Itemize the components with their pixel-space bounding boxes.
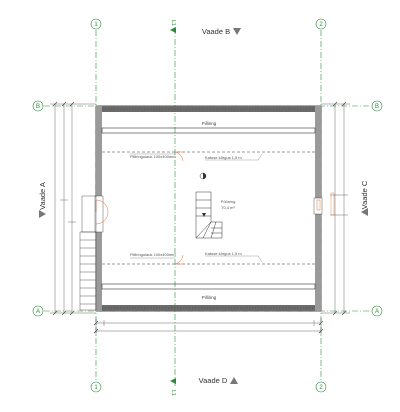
purlin-bottom — [101, 283, 316, 290]
view-label-right: Vaade C — [360, 180, 369, 209]
beam-top-label: Pilliringulauk 100x400mm — [130, 154, 176, 159]
room-area: 70,4 m² — [221, 205, 235, 210]
grid-label-col2-top: 2 — [319, 22, 323, 28]
grid-label-rowb-right: B — [375, 104, 379, 110]
grid-label-col1-bottom: 1 — [94, 385, 98, 391]
dimension-ticks — [52, 101, 347, 334]
section-label-top: L1 — [170, 20, 176, 26]
grid-bubbles — [32, 18, 383, 393]
beam-bottom-label: Pilliringulauk 100x400mm — [130, 252, 176, 257]
view-arrow-right-icon — [361, 208, 368, 216]
door-right-marker — [316, 199, 321, 211]
purlin-bottom-label: Pilliring — [202, 295, 217, 300]
grid-bubble-rowb-right — [371, 100, 383, 112]
dimensions — [50, 103, 350, 335]
stair-arrow-icon — [202, 213, 206, 217]
grid-bubble-rowa-left — [32, 305, 44, 317]
section-label-bottom: L1 — [170, 390, 176, 396]
section-arrow-top-icon — [170, 27, 176, 33]
view-label-top: Vaade B — [202, 27, 230, 36]
ceiling-top-label: Katuse kõrgus 1,5 m — [205, 155, 242, 160]
stair — [195, 191, 223, 239]
left-entry-box — [81, 195, 97, 233]
grid-label-col2-bottom: 2 — [319, 385, 323, 391]
grid-bubble-col1-top — [90, 18, 102, 30]
view-label-bottom: Vaade D — [199, 376, 228, 385]
view-label-left: Vaade A — [38, 182, 47, 210]
ceiling-bottom-label: Katuse kõrgus 1,5 m — [205, 251, 242, 256]
room-name: Pööning — [221, 199, 236, 204]
door-top-swing — [174, 151, 184, 162]
view-arrow-top-icon — [233, 28, 241, 35]
door-bottom-swing — [174, 254, 184, 265]
grid-bubble-col2-top — [315, 18, 327, 30]
view-arrow-bottom-icon — [230, 377, 238, 384]
grid-label-col1-top: 1 — [94, 22, 98, 28]
grid-label-rowb-left: B — [36, 104, 40, 110]
grid-bubble-rowb-left — [32, 100, 44, 112]
purlin-top — [101, 127, 316, 134]
grid-label-rowa-right: A — [375, 309, 379, 315]
grid-bubble-rowa-right — [371, 305, 383, 317]
wall-hatching — [102, 108, 315, 309]
outer-wall — [95, 105, 322, 312]
grid-label-rowa-left: A — [36, 309, 40, 315]
left-wall-opening — [94, 195, 104, 233]
exterior-stair — [79, 231, 97, 311]
grid-bubble-col1-bottom — [90, 381, 102, 393]
purlin-top-label: Pilliring — [202, 121, 217, 126]
door-left-swing — [95, 199, 109, 225]
grid-bubble-col2-bottom — [315, 381, 327, 393]
right-wall-opening — [313, 197, 323, 215]
view-arrow-left-icon — [39, 210, 46, 218]
chimney-marker-fill — [203, 173, 206, 179]
section-arrow-bottom-icon — [170, 378, 176, 384]
